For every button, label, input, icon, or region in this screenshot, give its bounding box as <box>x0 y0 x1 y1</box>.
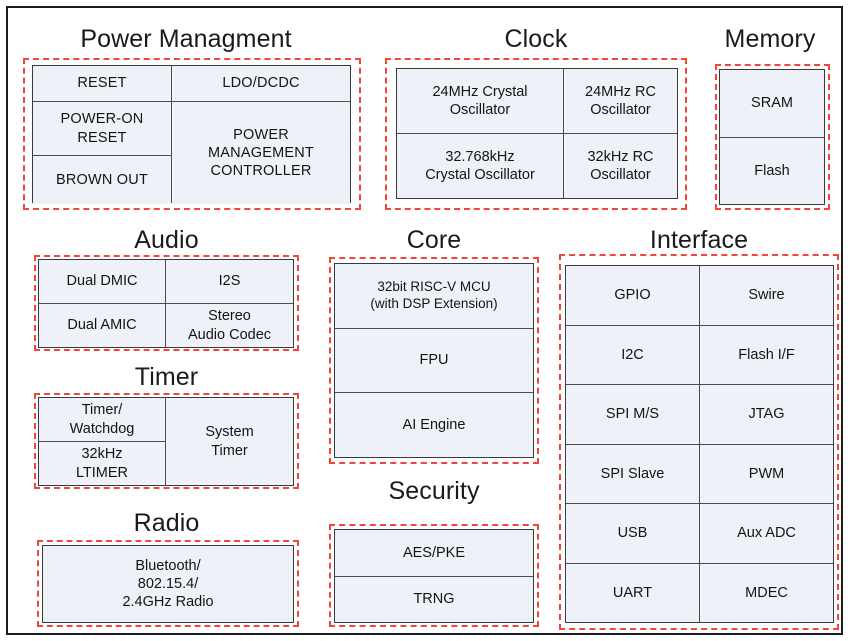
block-brown-out[interactable]: BROWN OUT <box>33 156 171 204</box>
group-title-timer: Timer <box>134 363 199 391</box>
block-i2s[interactable]: I2S <box>166 260 293 303</box>
block-flash-if[interactable]: Flash I/F <box>700 325 833 384</box>
block-24mhz-rc-oscillator[interactable]: 24MHz RC Oscillator <box>564 69 677 133</box>
group-box-security <box>329 524 539 627</box>
group-title-radio: Radio <box>133 509 200 537</box>
group-title-power-management: Power Managment <box>80 25 292 53</box>
block-uart[interactable]: UART <box>566 563 699 622</box>
block-system-timer[interactable]: System Timer <box>166 398 293 485</box>
block-32khz-rc-oscillator[interactable]: 32kHz RC Oscillator <box>564 134 677 198</box>
block-grid-memory: SRAM Flash <box>719 69 825 205</box>
block-power-on-reset[interactable]: POWER-ON RESET <box>33 102 171 155</box>
block-power-management-controller[interactable]: POWER MANAGEMENT CONTROLLER <box>172 102 350 204</box>
block-aux-adc[interactable]: Aux ADC <box>700 504 833 563</box>
block-spi-slave[interactable]: SPI Slave <box>566 444 699 503</box>
group-box-interface <box>559 254 839 630</box>
block-ldo-dcdc[interactable]: LDO/DCDC <box>172 66 350 101</box>
block-fpu[interactable]: FPU <box>335 328 533 393</box>
block-stereo-audio-codec[interactable]: Stereo Audio Codec <box>166 304 293 347</box>
block-usb[interactable]: USB <box>566 504 699 563</box>
block-i2c[interactable]: I2C <box>566 325 699 384</box>
group-box-radio <box>37 540 299 627</box>
block-32bit-riscv-mcu[interactable]: 32bit RISC-V MCU (with DSP Extension) <box>335 264 533 328</box>
block-32768khz-crystal-oscillator[interactable]: 32.768kHz Crystal Oscillator <box>397 134 563 198</box>
block-swire[interactable]: Swire <box>700 266 833 325</box>
group-title-interface: Interface <box>649 226 749 254</box>
chip-outer-frame: Power Managment RESET LDO/DCDC POWER-ON … <box>6 6 843 635</box>
block-dual-amic[interactable]: Dual AMIC <box>39 304 165 347</box>
block-32khz-ltimer[interactable]: 32kHz LTIMER <box>39 442 165 485</box>
block-trng[interactable]: TRNG <box>335 576 533 622</box>
block-24mhz-crystal-oscillator[interactable]: 24MHz Crystal Oscillator <box>397 69 563 133</box>
block-jtag[interactable]: JTAG <box>700 385 833 444</box>
group-box-clock <box>385 58 687 210</box>
group-title-clock: Clock <box>504 25 568 53</box>
group-title-core: Core <box>406 226 462 254</box>
group-title-audio: Audio <box>134 226 199 254</box>
block-grid-security: AES/PKE TRNG <box>334 529 534 623</box>
block-bluetooth-802154-24ghz-radio[interactable]: Bluetooth/ 802.15.4/ 2.4GHz Radio <box>43 546 293 622</box>
block-mdec[interactable]: MDEC <box>700 563 833 622</box>
group-box-memory <box>715 64 830 210</box>
block-spi-ms[interactable]: SPI M/S <box>566 385 699 444</box>
block-flash[interactable]: Flash <box>720 137 824 204</box>
block-pwm[interactable]: PWM <box>700 444 833 503</box>
group-box-timer <box>34 393 299 489</box>
block-grid-power-management: RESET LDO/DCDC POWER-ON RESET POWER MANA… <box>32 65 351 204</box>
block-grid-interface: GPIO Swire I2C Flash I/F SPI M/S JTAG SP… <box>565 265 834 623</box>
group-box-power-management <box>23 58 361 210</box>
block-reset[interactable]: RESET <box>33 66 171 101</box>
block-grid-audio: Dual DMIC I2S Dual AMIC Stereo Audio Cod… <box>38 259 294 348</box>
block-dual-dmic[interactable]: Dual DMIC <box>39 260 165 303</box>
block-ai-engine[interactable]: AI Engine <box>335 393 533 457</box>
group-box-core <box>329 257 539 464</box>
block-timer-watchdog[interactable]: Timer/ Watchdog <box>39 398 165 441</box>
block-grid-core: 32bit RISC-V MCU (with DSP Extension) FP… <box>334 263 534 458</box>
block-gpio[interactable]: GPIO <box>566 266 699 325</box>
group-title-memory: Memory <box>724 25 816 53</box>
block-grid-radio: Bluetooth/ 802.15.4/ 2.4GHz Radio <box>42 545 294 623</box>
block-grid-clock: 24MHz Crystal Oscillator 24MHz RC Oscill… <box>396 68 678 199</box>
block-aes-pke[interactable]: AES/PKE <box>335 530 533 576</box>
block-grid-timer: Timer/ Watchdog System Timer 32kHz LTIME… <box>38 397 294 486</box>
block-sram[interactable]: SRAM <box>720 70 824 137</box>
group-title-security: Security <box>388 477 480 505</box>
group-box-audio <box>34 255 299 351</box>
